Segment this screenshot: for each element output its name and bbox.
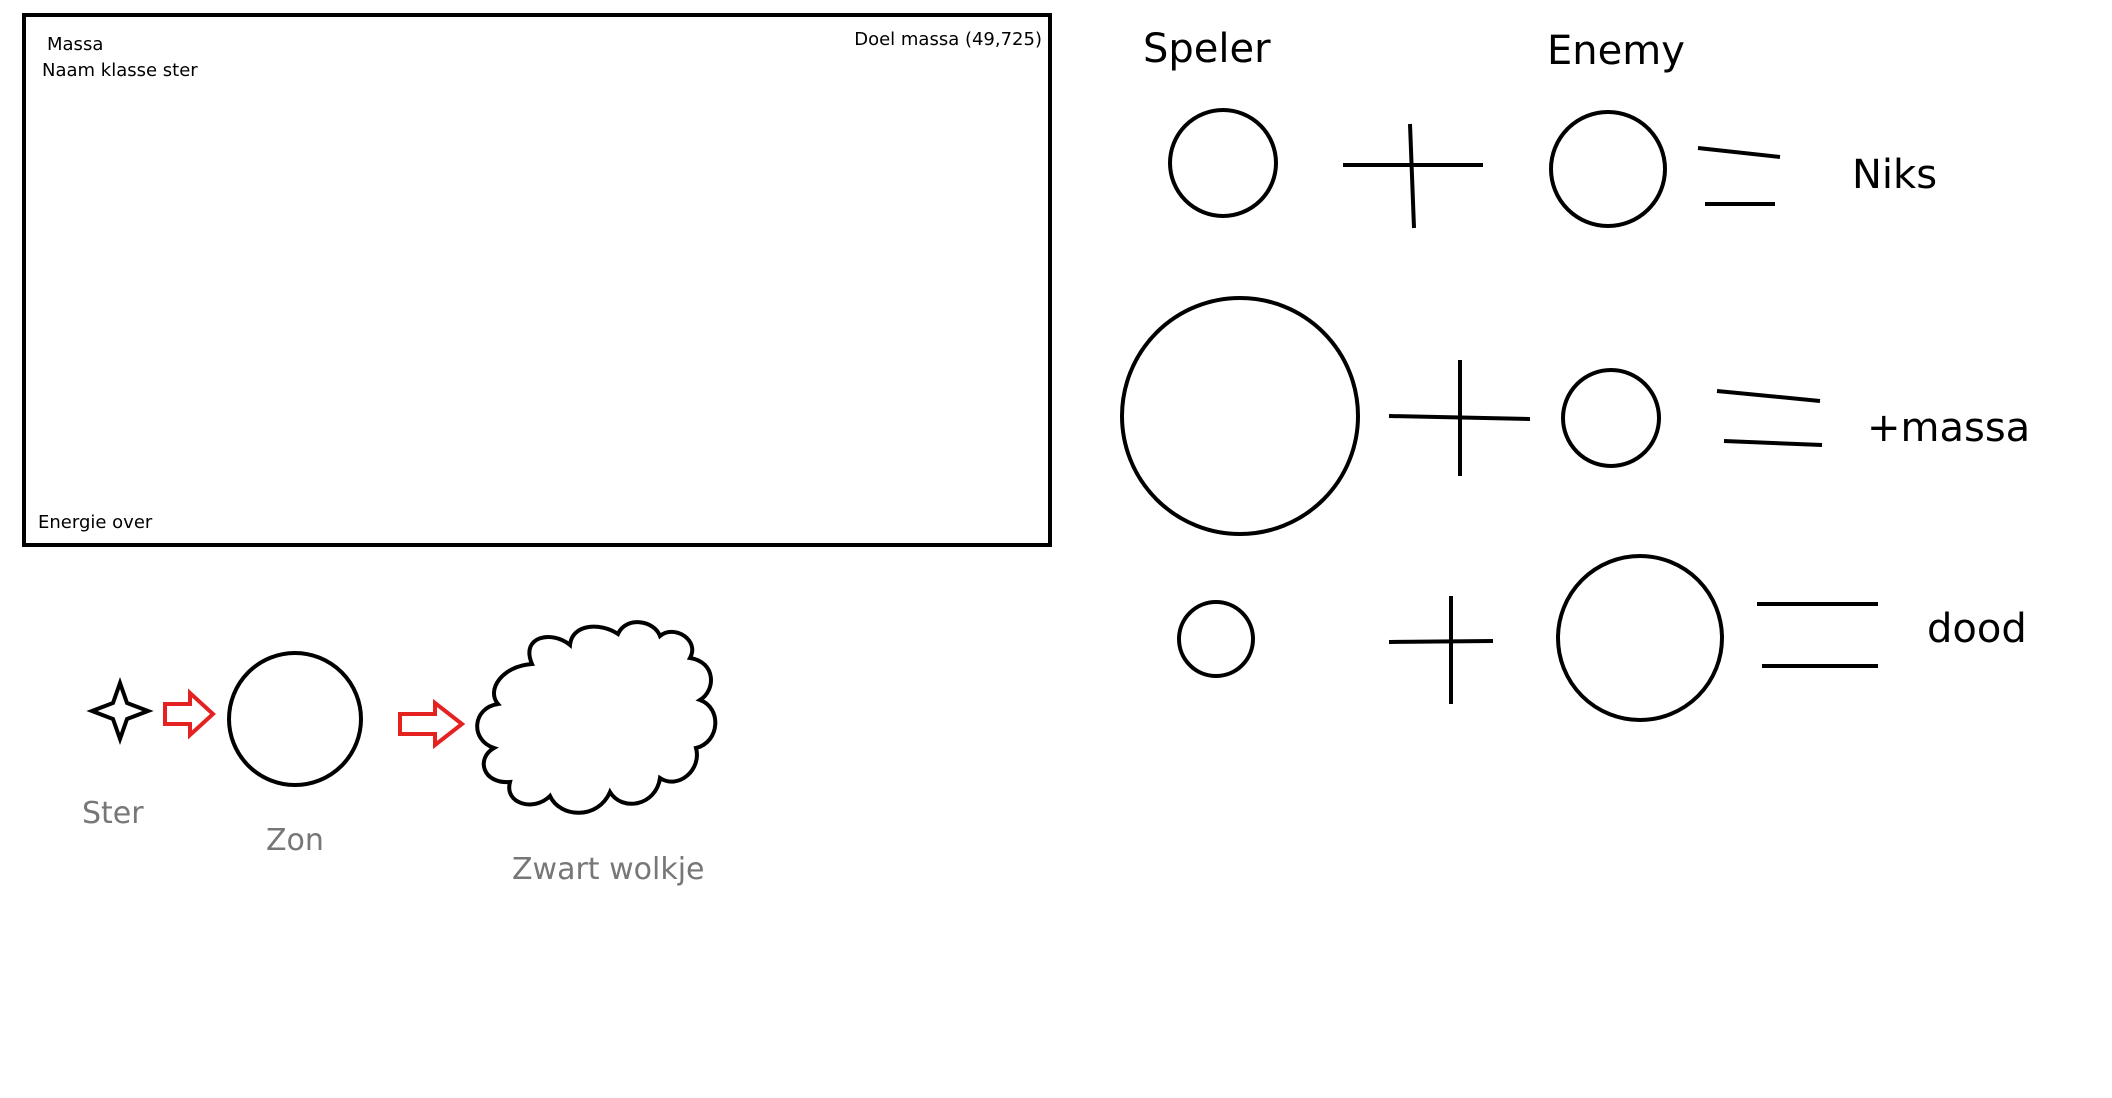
energy-label: Energie over xyxy=(38,512,153,533)
arrow-icon xyxy=(398,698,466,750)
enemy-circle-medium xyxy=(1549,110,1667,228)
star-class-label: Naam klasse ster xyxy=(42,60,198,81)
player-circle-small xyxy=(1177,600,1255,678)
enemy-circle-small xyxy=(1561,368,1661,468)
enemy-circle-large xyxy=(1556,554,1724,722)
plus-icon xyxy=(1388,360,1531,476)
player-circle-medium xyxy=(1168,108,1278,218)
sun-circle xyxy=(227,651,363,787)
stage-label-star: Ster xyxy=(82,796,144,831)
header-player: Speler xyxy=(1143,26,1271,72)
equals-icon xyxy=(1697,146,1781,206)
result-row-2: +massa xyxy=(1867,405,2031,451)
header-enemy: Enemy xyxy=(1547,28,1685,74)
plus-icon xyxy=(1343,123,1483,229)
star-icon xyxy=(86,676,154,746)
target-mass-label: Doel massa (49,725) xyxy=(854,29,1042,50)
result-row-1: Niks xyxy=(1852,152,1938,198)
game-frame xyxy=(22,13,1052,547)
arrow-icon xyxy=(163,688,216,740)
player-circle-large xyxy=(1120,296,1360,536)
cloud-icon xyxy=(475,620,718,815)
result-row-3: dood xyxy=(1927,606,2027,652)
stage-label-sun: Zon xyxy=(266,823,324,858)
equals-icon xyxy=(1716,389,1823,447)
plus-icon xyxy=(1388,596,1494,704)
equals-icon xyxy=(1757,602,1878,668)
mass-label: Massa xyxy=(47,34,104,55)
stage-label-black-cloud: Zwart wolkje xyxy=(512,852,705,887)
